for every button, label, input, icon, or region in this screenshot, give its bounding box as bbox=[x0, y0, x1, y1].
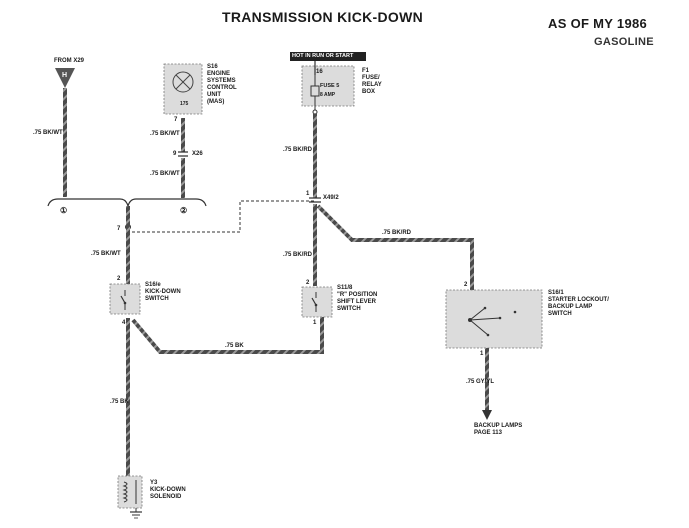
bus-marker-2: ② bbox=[180, 206, 188, 215]
s11-8-label: S11/8 "R" POSITION SHIFT LEVER SWITCH bbox=[337, 285, 378, 312]
backup-lamps-label: BACKUP LAMPS PAGE 113 bbox=[474, 423, 523, 436]
wire-label-5: .75 BK/RD bbox=[382, 230, 412, 236]
shield-dashed-line bbox=[132, 200, 315, 233]
pin-s16-1-2: 2 bbox=[464, 282, 468, 288]
from-x29-label: FROM X29 bbox=[54, 58, 85, 64]
wire-label-1: .75 BK/WT bbox=[33, 130, 63, 136]
fuel-label: GASOLINE bbox=[594, 36, 654, 48]
s16-1-starter-lockout bbox=[445, 289, 543, 349]
pin-s16-1-1: 1 bbox=[480, 351, 484, 357]
pin-s11-2: 2 bbox=[306, 280, 310, 286]
f1-fuse-relay-box bbox=[301, 61, 355, 115]
s16-inner-label: 175 bbox=[180, 101, 189, 107]
s16e-label: S16/e KICK-DOWN SWITCH bbox=[145, 282, 181, 302]
y3-solenoid bbox=[117, 475, 143, 519]
wire-label-10: .75 GY/YL bbox=[466, 379, 495, 385]
y3-label: Y3 KICK-DOWN SOLENOID bbox=[150, 480, 186, 500]
page-title: TRANSMISSION KICK-DOWN bbox=[222, 9, 424, 25]
pin-x26-9: 9 bbox=[173, 151, 177, 157]
pin-s11-1: 1 bbox=[313, 320, 317, 326]
bus-marker-1: ① bbox=[60, 206, 68, 215]
x49-2-label: X49/2 bbox=[323, 195, 339, 201]
wire-label-3: .75 BK/WT bbox=[150, 171, 180, 177]
pin-s16e-2: 2 bbox=[117, 276, 121, 282]
s11-8-switch bbox=[301, 286, 333, 318]
hot-in-run-bar bbox=[290, 52, 366, 61]
wire-s16e-to-s11 bbox=[131, 318, 324, 354]
pin-splice-7: 7 bbox=[117, 226, 121, 232]
x26-label: X26 bbox=[192, 151, 203, 157]
fuse-label: FUSE 5 bbox=[320, 83, 340, 89]
wire-label-4: .75 BK/RD bbox=[283, 147, 313, 153]
svg-text:H: H bbox=[62, 72, 67, 79]
backup-lamps-arrow bbox=[482, 410, 492, 420]
pin-f1-16: 16 bbox=[316, 69, 323, 75]
wire-x49-to-s16-1 bbox=[316, 204, 474, 290]
x26-connector bbox=[178, 151, 188, 157]
splice-bus bbox=[47, 198, 207, 209]
pin-s16e-4: 4 bbox=[122, 320, 126, 326]
pin-x49-1: 1 bbox=[306, 191, 310, 197]
wire-label-6: .75 BK/RD bbox=[283, 252, 313, 258]
s16e-kickdown-switch bbox=[109, 283, 141, 315]
wire-label-7: .75 BK/WT bbox=[91, 251, 121, 257]
from-x29-terminal: H bbox=[55, 68, 75, 88]
fuse-amp-label: 8 AMP bbox=[320, 92, 336, 98]
wire-label-8: .75 BK bbox=[225, 343, 244, 349]
wire-label-2: .75 BK/WT bbox=[150, 131, 180, 137]
s16-1-label: S16/1 STARTER LOCKOUT/ BACKUP LAMP SWITC… bbox=[548, 290, 609, 317]
model-year-label: AS OF MY 1986 bbox=[548, 16, 648, 31]
f1-label: F1 FUSE/ RELAY BOX bbox=[362, 68, 382, 95]
s16-label: S16 ENGINE SYSTEMS CONTROL UNIT (MAS) bbox=[207, 64, 237, 105]
x49-2-connector bbox=[309, 197, 321, 203]
s16-control-unit bbox=[163, 63, 203, 115]
wire-label-9: .75 BK bbox=[110, 399, 129, 405]
hot-in-run-label: HOT IN RUN OR START bbox=[292, 53, 354, 59]
pin-s16-7: 7 bbox=[174, 117, 178, 123]
